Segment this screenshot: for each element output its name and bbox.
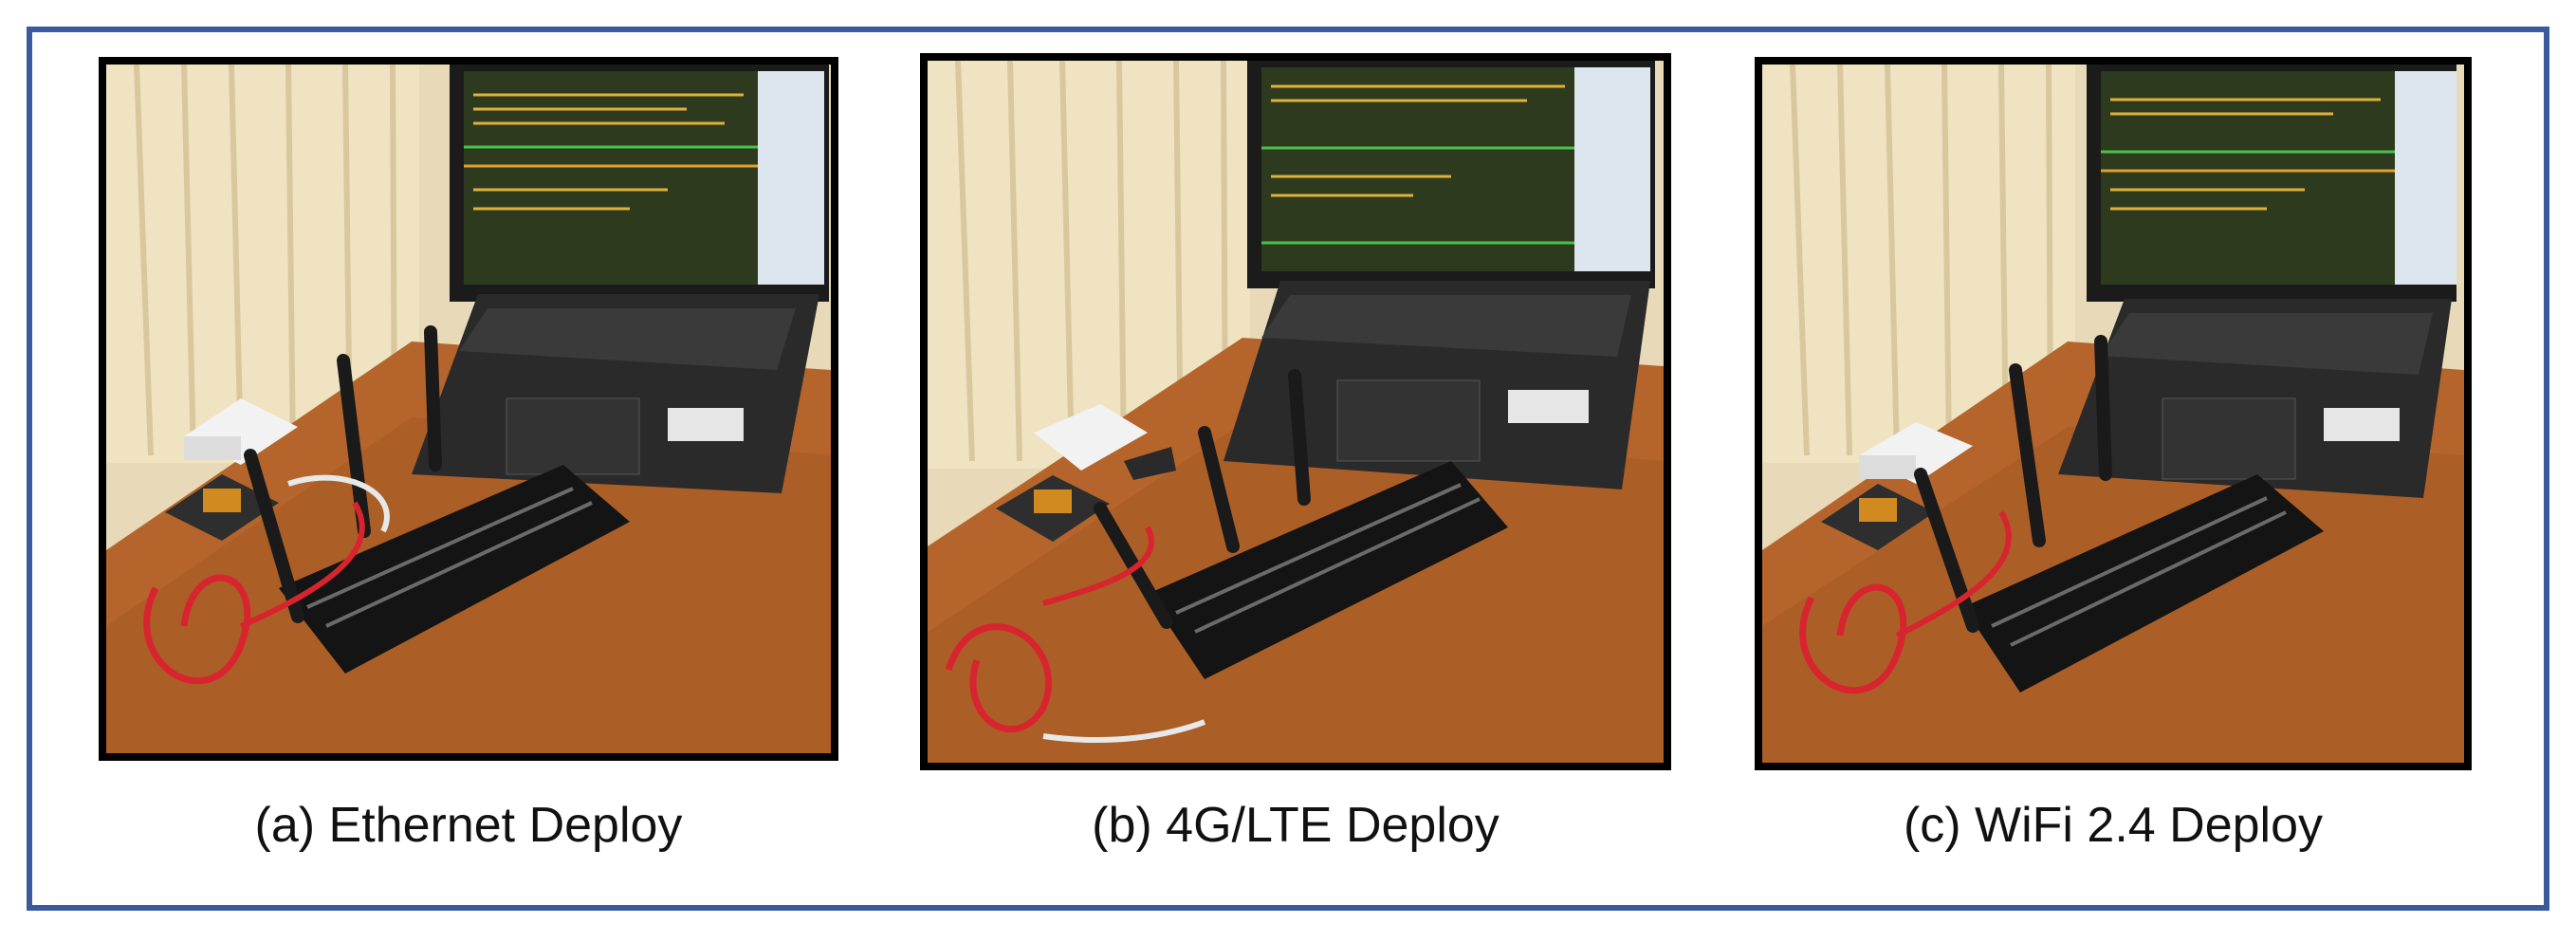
photo-wifi-2-4-deploy <box>1755 57 2472 770</box>
photo-scene <box>106 64 831 753</box>
caption-4g-lte-deploy: (b) 4G/LTE Deploy <box>1092 798 1500 853</box>
photo-4g-lte-deploy <box>920 53 1671 770</box>
photo-ethernet-deploy <box>99 57 838 761</box>
photo-scene <box>928 60 1664 763</box>
photo-scene <box>1762 64 2464 763</box>
caption-ethernet-deploy: (a) Ethernet Deploy <box>254 798 683 853</box>
caption-wifi-2-4-deploy: (c) WiFi 2.4 Deploy <box>1903 798 2324 853</box>
